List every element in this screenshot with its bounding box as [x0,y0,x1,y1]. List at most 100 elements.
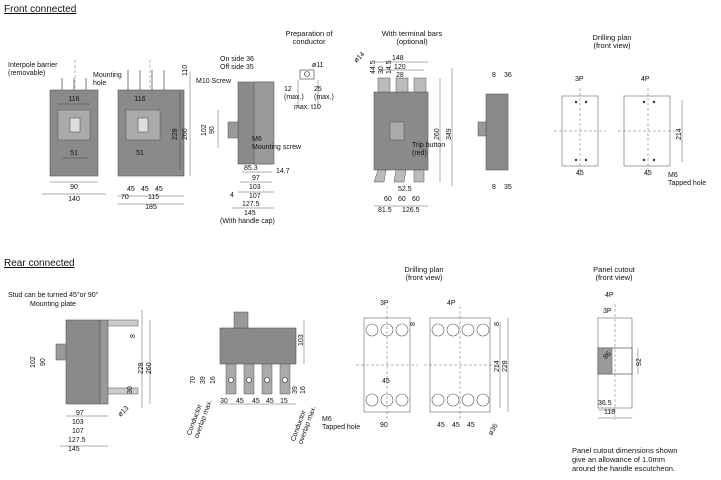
on-side-label: On side 36 [220,56,254,63]
rear-mid-70: 70 [190,376,197,384]
drilling-4p: 4P [641,76,650,83]
dim-45b: 45 [141,186,149,193]
dim-90: 90 [70,184,78,191]
dim-45c: 45 [155,186,163,193]
drilling-3p: 3P [575,76,584,83]
m10-screw-label: M10 Screw [196,78,232,85]
handle-cap-label: (With handle cap) [220,218,275,225]
dim-36: 36 [504,72,512,79]
rear-m6-tapped-hole: M6 Tapped hole [322,416,361,431]
rear-side-view [55,310,151,447]
rear-dim-260: 260 [146,362,153,374]
rear-dim-90: 90 [40,358,47,366]
dim-120: 120 [394,64,406,71]
dim-52-5: 52.5 [398,186,412,193]
dim-60c: 60 [412,196,420,203]
dim-25max: 25 (max.) [314,86,334,101]
rear-mid-30: 30 [220,398,228,405]
panel-cutout-title: Panel cutout (front view) [593,265,635,282]
dim-85-3: 85.3 [244,165,258,172]
dim-140: 140 [68,196,80,203]
dim-116b: 116 [134,96,146,103]
section-front-title: Front connected [4,4,77,15]
dim-51b: 51 [136,150,144,157]
drilling-plan-front-title: Drilling plan (front view) [592,33,632,50]
rear-dim-102: 102 [30,356,37,368]
drilling-plan-front [554,88,683,176]
dim-51a: 51 [70,150,78,157]
dim-12max: 12 (max.) [284,86,304,101]
dim-102: 102 [201,124,208,136]
dim-90-side: 90 [209,126,216,134]
rear-drill-45a: 45 [437,422,445,429]
rear-drill-8b: 8 [494,322,501,326]
dim-60b: 60 [398,196,406,203]
rear-drill-8a: 8 [410,322,417,326]
panel-cutout-note: Panel cutout dimensions shown give an al… [572,446,678,473]
mounting-plate-label: Mounting plate [30,301,76,308]
rear-mid-39b: 39 [292,386,299,394]
dim-14-5-top: 14.5 [386,60,393,74]
rear-dim-127-5: 127.5 [68,437,86,444]
dim-8-top: 8 [492,72,496,79]
rear-mid-39a: 39 [200,376,207,384]
rear-drilling-3p: 3P [380,300,389,307]
rear-mid-16a: 16 [210,376,217,384]
m6-tapped-hole-front: M6 Tapped hole [668,172,707,187]
interpole-barrier-label: Interpole barrier (removable) [8,62,58,77]
rear-drilling-4p: 4P [447,300,456,307]
dim-30-top: 30 [378,66,385,74]
dim-349: 349 [446,128,453,140]
rear-drilling-title: Drilling plan (front view) [404,265,444,282]
front-view-3p [42,60,106,195]
dim-4: 4 [230,192,234,199]
dim-260: 260 [182,128,189,140]
rear-mid-15: 15 [280,398,288,405]
terminal-bar-view [373,61,453,207]
dim-185: 185 [145,204,157,211]
trip-button-label: Trip button (red) [412,142,446,157]
m6-mounting-screw-label: M6 Mounting screw [252,136,302,151]
cutout-3p: 3P [603,308,612,315]
stud-label: Stud can be turned 45°or 90° [8,292,99,299]
rear-mid-45c: 45 [266,398,274,405]
rear-bottom-view [219,311,305,405]
dim-110: 110 [182,64,189,76]
rear-dim-228: 228 [138,362,145,374]
dim-260-t: 260 [434,128,441,140]
cutout-4p: 4P [605,292,614,299]
side-view-terminal [477,93,509,171]
rear-drill-90: 90 [380,422,388,429]
rear-drill-45b: 45 [452,422,460,429]
dim-8-bot: 8 [492,184,496,191]
cutout-118: 118 [604,409,616,416]
side-view-front [217,81,275,209]
dim-44-5-top: 44.5 [370,60,377,74]
dim-45a: 45 [127,186,135,193]
t10-label: max. t10 [294,104,321,111]
off-side-label: Off side 35 [220,64,254,71]
cutout-36-5: 36.5 [598,400,612,407]
dim-35: 35 [504,184,512,191]
rear-drill-45: 45 [382,378,390,385]
conductor-prep-drawing [297,69,319,108]
rear-dim-97: 97 [76,410,84,417]
dim-103: 103 [249,184,261,191]
rear-dim-107: 107 [72,428,84,435]
dim-14-7: 14.7 [276,168,290,175]
rear-drill-214: 214 [494,360,501,372]
panel-cutout-drawing [597,304,639,420]
dim-45-4p: 45 [644,170,652,177]
cutout-92: 92 [636,358,643,366]
dim-81-5: 81.5 [378,207,392,214]
rear-drill-228: 228 [502,360,509,372]
rear-drill-45c: 45 [467,422,475,429]
dim-116a: 116 [68,96,80,103]
dim-145: 145 [244,210,256,217]
rear-dim-103: 103 [72,419,84,426]
rear-mid-45b: 45 [252,398,260,405]
mounting-hole-label: Mounting hole [93,72,122,87]
dim-o11: ø11 [312,62,324,69]
dim-127-5: 127.5 [242,201,260,208]
terminal-bars-title: With terminal bars (optional) [381,29,443,46]
